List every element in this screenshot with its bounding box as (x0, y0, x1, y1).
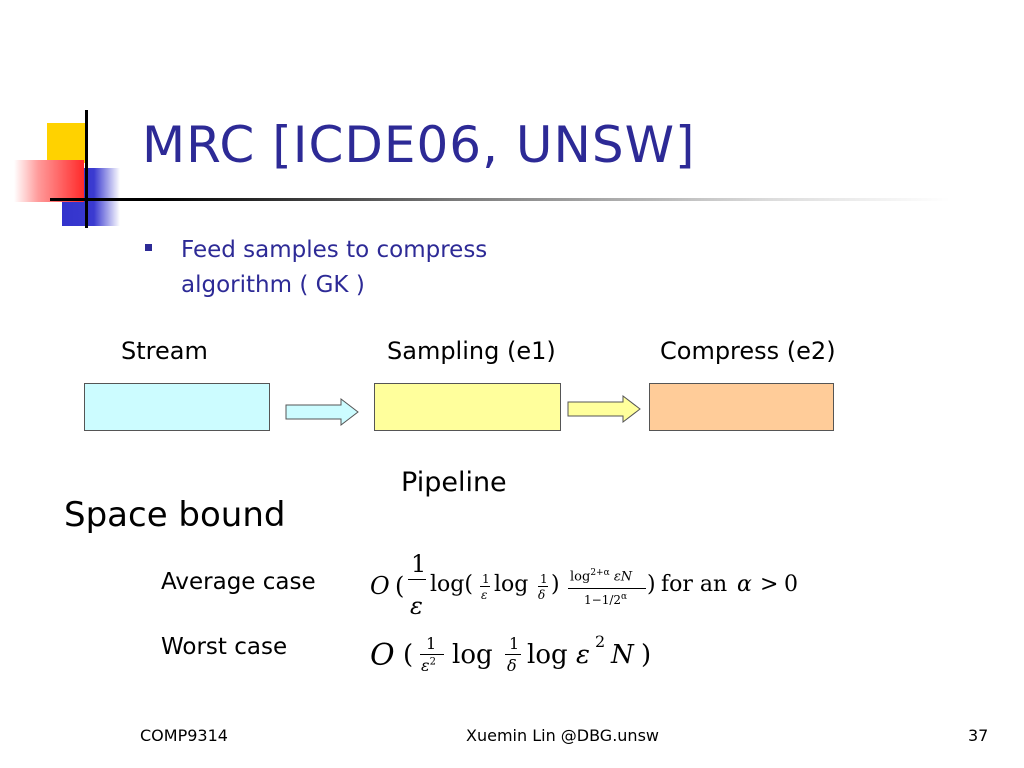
title-underline (50, 198, 950, 201)
slide-title: MRC [ICDE06, UNSW] (142, 116, 696, 174)
stage-label-stream: Stream (121, 337, 208, 365)
stage-label-sampling: Sampling (e1) (387, 337, 556, 365)
decor-yellow-square (47, 123, 87, 163)
decor-vertical-line (85, 110, 88, 228)
arrow-right-icon (567, 395, 641, 423)
worst-case-label: Worst case (161, 634, 288, 660)
space-bound-heading: Space bound (64, 495, 286, 535)
bullet-square-icon (145, 244, 152, 251)
footer-course: COMP9314 (140, 726, 228, 745)
pipeline-caption: Pipeline (401, 467, 507, 498)
footer-author: Xuemin Lin @DBG.unsw (466, 726, 659, 745)
bullet-text: Feed samples to compress algorithm ( GK … (181, 237, 488, 298)
stage-label-compress: Compress (e2) (660, 337, 836, 365)
compress-box (649, 383, 834, 431)
stream-box (84, 383, 270, 431)
arrow-right-icon (285, 398, 359, 426)
page-number: 37 (968, 726, 989, 745)
worst-case-formula: O ( 1 ε2 log 1 δ log ε 2 N ) (370, 632, 652, 675)
average-case-formula: O ( 1 ε log( 1 ε log 1 δ ) log2+α εN 1−1… (370, 550, 798, 620)
sampling-box (374, 383, 561, 431)
average-case-label: Average case (161, 569, 316, 595)
decor-red-square (14, 160, 84, 202)
